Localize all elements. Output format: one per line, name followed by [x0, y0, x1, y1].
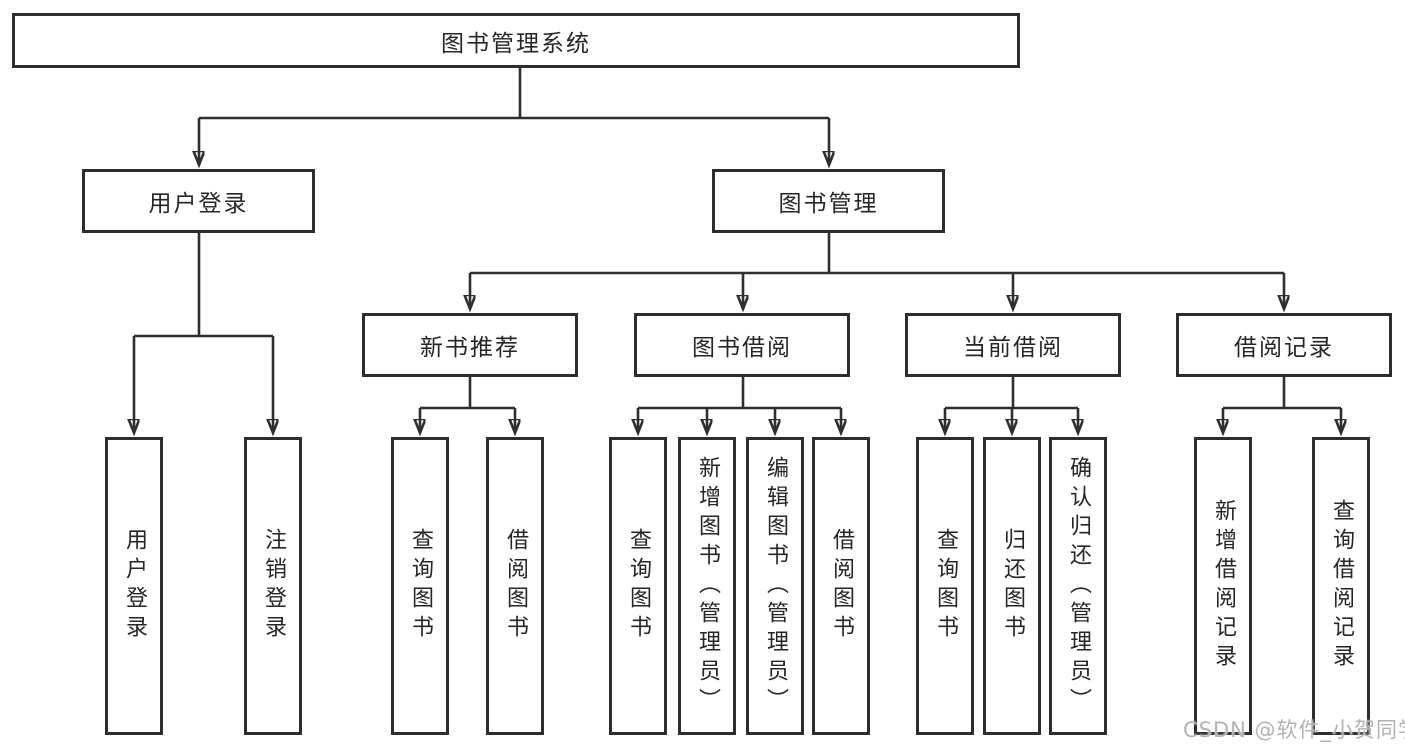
leaf-query-record: 查询借阅记录 — [1312, 437, 1370, 735]
node-root: 图书管理系统 — [12, 13, 1020, 68]
leaf-logout: 注销登录 — [244, 437, 302, 735]
leaf-user-login: 用户登录 — [105, 437, 163, 735]
leaf-add-record: 新增借阅记录 — [1194, 437, 1252, 735]
node-new-book-rec: 新书推荐 — [362, 313, 578, 377]
leaf-confirm-return: 确认归还（管理员） — [1049, 437, 1107, 735]
leaf-query-book-3: 查询图书 — [916, 437, 974, 735]
leaf-borrow-book-1: 借阅图书 — [486, 437, 544, 735]
leaf-query-book-2: 查询图书 — [609, 437, 667, 735]
leaf-return-book: 归还图书 — [983, 437, 1041, 735]
node-book-borrow: 图书借阅 — [634, 313, 850, 377]
node-book-mgmt: 图书管理 — [712, 169, 945, 233]
leaf-edit-book: 编辑图书（管理员） — [746, 437, 804, 735]
leaf-add-book: 新增图书（管理员） — [678, 437, 736, 735]
node-current-borrow: 当前借阅 — [905, 313, 1121, 377]
leaf-query-book-1: 查询图书 — [391, 437, 449, 735]
leaf-borrow-book-2: 借阅图书 — [812, 437, 870, 735]
node-borrow-record: 借阅记录 — [1176, 313, 1392, 377]
node-user-login: 用户登录 — [82, 169, 315, 233]
